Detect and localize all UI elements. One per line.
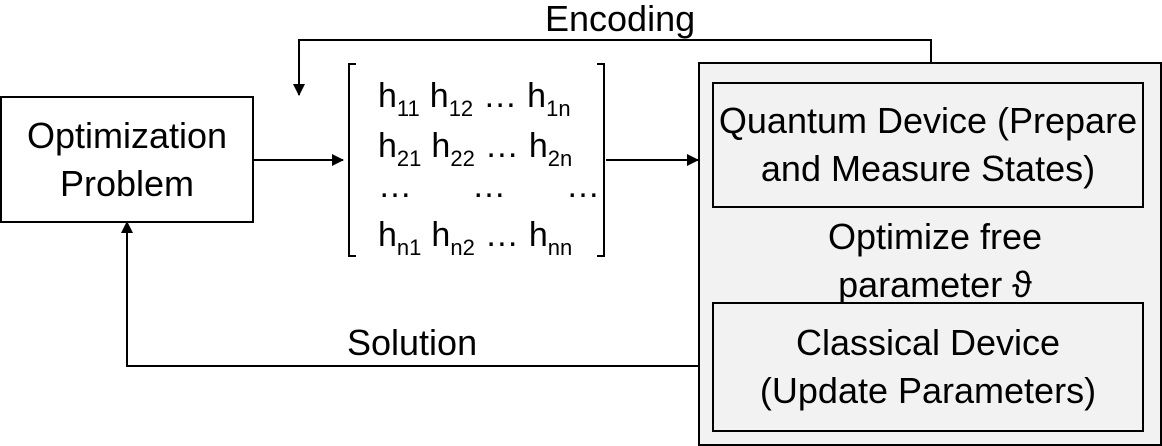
optimization-problem-line2: Problem (59, 162, 195, 204)
matrix-right-bracket (597, 63, 605, 257)
matrix-cell: h22 (431, 126, 474, 170)
quantum-device-line1: Quantum Device (Prepare (718, 100, 1138, 141)
matrix-cell-base: h (378, 216, 397, 254)
quantum-device-text: Quantum Device (Prepare and Measure Stat… (719, 97, 1137, 193)
classical-device-line2: (Update Parameters) (759, 370, 1097, 411)
optimization-problem-line1: Optimization (26, 114, 228, 156)
matrix-cell: … (472, 166, 506, 206)
matrix-cell-base: h (431, 127, 451, 165)
classical-device-box: Classical Device (Update Parameters) (712, 302, 1144, 432)
matrix-cell-base: h (527, 77, 547, 115)
matrix-cell-base: … (566, 167, 600, 205)
matrix-cell-base: h (528, 127, 548, 165)
matrix-cell-base: h (431, 216, 451, 254)
matrix-cell-subscript: nn (547, 235, 573, 260)
matrix-cell-base: h (378, 77, 397, 115)
optimization-problem-text: Optimization Problem (27, 112, 227, 208)
solution-arrow (121, 221, 698, 367)
matrix-cell-base: h (378, 127, 397, 165)
matrix-cell: hn2 (431, 215, 474, 259)
matrix-cell-base: … (483, 77, 518, 115)
quantum-device-box: Quantum Device (Prepare and Measure Stat… (712, 82, 1144, 208)
solution-label: Solution (347, 322, 478, 363)
matrix-cell: … (378, 166, 412, 206)
matrix-cell-base: … (472, 167, 506, 205)
encoding-arrow (293, 39, 932, 96)
matrix-cell: h1n (527, 76, 570, 120)
optimize-label-line1: Optimize free (827, 216, 1043, 257)
matrix-cell: hnn (528, 215, 572, 259)
matrix-cell: … (483, 76, 517, 116)
matrix-cell-subscript: 21 (396, 146, 422, 171)
classical-device-text: Classical Device (Update Parameters) (760, 319, 1096, 415)
matrix-cell-subscript: 2n (547, 146, 573, 171)
matrix-cell: h2n (528, 126, 572, 170)
matrix-cell: hn1 (378, 215, 421, 259)
matrix-cell: … (485, 126, 519, 166)
optimize-label-line2: parameter ϑ (838, 264, 1032, 305)
classical-device-line1: Classical Device (795, 322, 1061, 363)
matrix-cell: … (566, 166, 600, 206)
matrix-cell-subscript: 12 (448, 96, 474, 121)
matrix-row-3: … … … (378, 166, 600, 206)
matrix-cell-subscript: n2 (450, 235, 475, 260)
optimization-problem-box: Optimization Problem (0, 96, 254, 223)
matrix-left-bracket (348, 63, 356, 257)
matrix-cell-subscript: n1 (396, 235, 422, 260)
matrix-cell: h21 (378, 126, 421, 170)
matrix-cell-base: … (484, 216, 519, 254)
quantum-device-line2: and Measure States) (760, 148, 1096, 189)
matrix-cell: … (485, 215, 519, 255)
matrix-cell-subscript: 22 (450, 146, 475, 171)
matrix-cell-subscript: 11 (396, 96, 420, 121)
matrix-cell-base: h (429, 77, 449, 115)
matrix-cell: h12 (429, 76, 473, 120)
matrix-cell-base: … (378, 167, 412, 205)
encoding-label: Encoding (545, 0, 696, 39)
matrix-cell-subscript: 1n (546, 96, 571, 121)
optimize-label: Optimize free parameter ϑ (790, 213, 1080, 309)
matrix-cell-base: h (528, 216, 548, 254)
matrix-cell: h11 (378, 76, 420, 120)
matrix-cell-base: … (484, 127, 519, 165)
